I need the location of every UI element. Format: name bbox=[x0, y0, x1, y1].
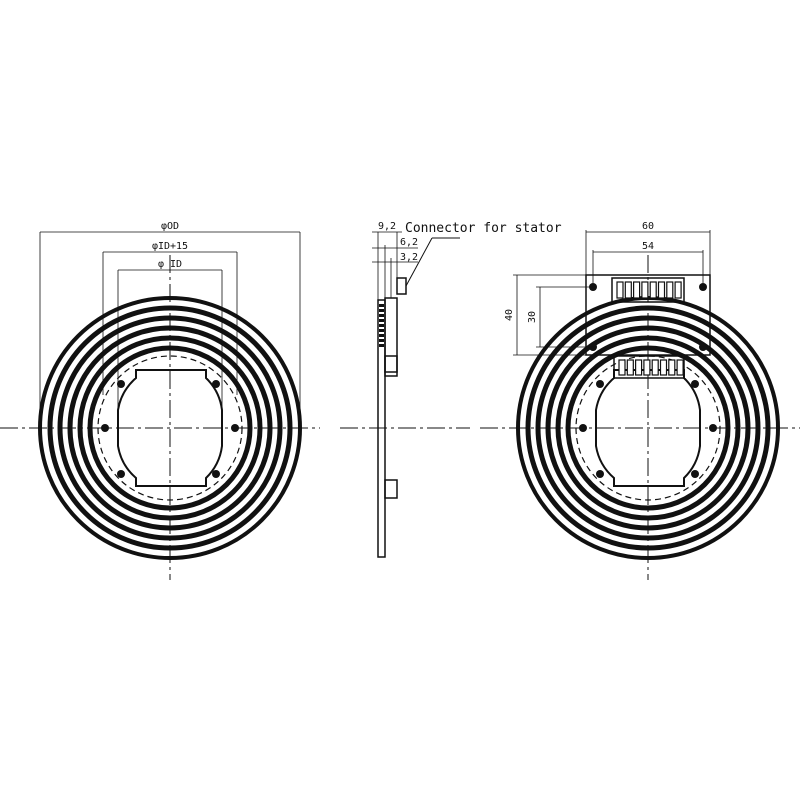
side-connector-lower bbox=[384, 355, 398, 373]
mounting-hole bbox=[231, 424, 239, 432]
connector-pin bbox=[624, 281, 632, 299]
side-disc-profile bbox=[377, 299, 386, 558]
slip-ring bbox=[57, 315, 283, 541]
mounting-hole bbox=[699, 343, 707, 351]
stator-plate bbox=[585, 274, 711, 356]
mounting-hole bbox=[596, 380, 604, 388]
front-mounting-holes bbox=[101, 380, 239, 478]
slip-ring bbox=[67, 325, 273, 531]
rear-view: 60 54 40 30 bbox=[480, 221, 800, 580]
front-view: φOD φID+15 φ ID bbox=[0, 221, 320, 580]
slip-ring bbox=[47, 305, 293, 551]
connector-pin bbox=[649, 281, 657, 299]
dim-id15: φID+15 bbox=[102, 241, 238, 395]
mounting-hole bbox=[596, 470, 604, 478]
connector-pin bbox=[379, 339, 384, 342]
connector-pin bbox=[666, 281, 674, 299]
connector-pin bbox=[626, 359, 634, 376]
rear-bolt-circle bbox=[575, 355, 721, 501]
slip-ring bbox=[555, 335, 741, 521]
dim-9-2: 9,2 bbox=[378, 221, 396, 232]
connector-pin bbox=[674, 281, 682, 299]
slip-ring bbox=[77, 335, 263, 521]
connector-pin bbox=[632, 281, 641, 299]
dim-40: 40 bbox=[504, 274, 586, 356]
dim-30-label: 30 bbox=[527, 311, 538, 323]
connector-pin bbox=[379, 329, 384, 332]
mounting-hole bbox=[691, 470, 699, 478]
dim-od: φOD bbox=[39, 221, 301, 428]
dim-54: 54 bbox=[592, 241, 704, 283]
dim-3-2: 3,2 bbox=[400, 252, 418, 263]
mounting-hole bbox=[699, 283, 707, 291]
connector-pin bbox=[643, 359, 651, 376]
side-dimensions: 9,2 6,2 3,2 bbox=[372, 221, 418, 300]
slip-ring bbox=[525, 305, 771, 551]
mounting-hole bbox=[579, 424, 587, 432]
connector-pin bbox=[379, 324, 384, 327]
connector-pin bbox=[616, 281, 624, 299]
mounting-hole bbox=[117, 470, 125, 478]
dim-54-label: 54 bbox=[642, 241, 654, 252]
dim-60: 60 bbox=[585, 221, 711, 275]
side-connector-upper bbox=[396, 277, 407, 295]
rear-inner-connector bbox=[613, 355, 685, 379]
connector-pin bbox=[379, 319, 384, 322]
dim-id: φ ID bbox=[117, 259, 223, 410]
dim-30: 30 bbox=[527, 286, 593, 348]
connector-pin bbox=[379, 314, 384, 317]
dim-od-label: φOD bbox=[161, 221, 179, 232]
connector-pin bbox=[379, 344, 384, 347]
connector-pin bbox=[618, 359, 626, 376]
mounting-hole bbox=[117, 380, 125, 388]
connector-pin bbox=[651, 359, 659, 376]
connector-pin bbox=[676, 359, 684, 376]
front-bolt-circle bbox=[97, 355, 243, 501]
dim-id15-label: φID+15 bbox=[152, 241, 188, 252]
mounting-hole bbox=[101, 424, 109, 432]
mounting-hole bbox=[212, 470, 220, 478]
connector-pin bbox=[379, 304, 384, 307]
stator-connector bbox=[611, 277, 685, 303]
mounting-hole bbox=[709, 424, 717, 432]
rear-bore-opening bbox=[595, 369, 701, 487]
side-brush-block bbox=[384, 479, 398, 499]
connector-pin bbox=[379, 309, 384, 312]
mounting-hole bbox=[212, 380, 220, 388]
connector-callout-label: Connector for stator bbox=[405, 221, 562, 236]
slip-ring bbox=[535, 315, 761, 541]
connector-pin bbox=[659, 359, 668, 376]
connector-pin bbox=[657, 281, 666, 299]
slip-ring bbox=[545, 325, 751, 531]
connector-pin bbox=[641, 281, 649, 299]
dim-60-label: 60 bbox=[642, 221, 654, 232]
slip-ring bbox=[87, 345, 253, 511]
front-bore-opening bbox=[117, 369, 223, 487]
connector-pin bbox=[379, 334, 384, 337]
side-pin-strip bbox=[379, 304, 384, 347]
mounting-hole bbox=[691, 380, 699, 388]
connector-pin bbox=[634, 359, 643, 376]
slip-ring bbox=[565, 345, 731, 511]
dim-6-2: 6,2 bbox=[400, 237, 418, 248]
rear-mounting-holes bbox=[579, 283, 717, 478]
rear-inner-connector-pins bbox=[618, 359, 684, 376]
dim-id-label: φ ID bbox=[158, 259, 182, 270]
stator-connector-pins bbox=[616, 281, 682, 299]
side-view: 9,2 6,2 3,2 Connector for stator bbox=[340, 221, 562, 558]
connector-pin bbox=[668, 359, 676, 376]
dim-40-label: 40 bbox=[504, 309, 515, 321]
connector-callout: Connector for stator bbox=[405, 221, 562, 287]
side-stator-body bbox=[384, 297, 398, 377]
